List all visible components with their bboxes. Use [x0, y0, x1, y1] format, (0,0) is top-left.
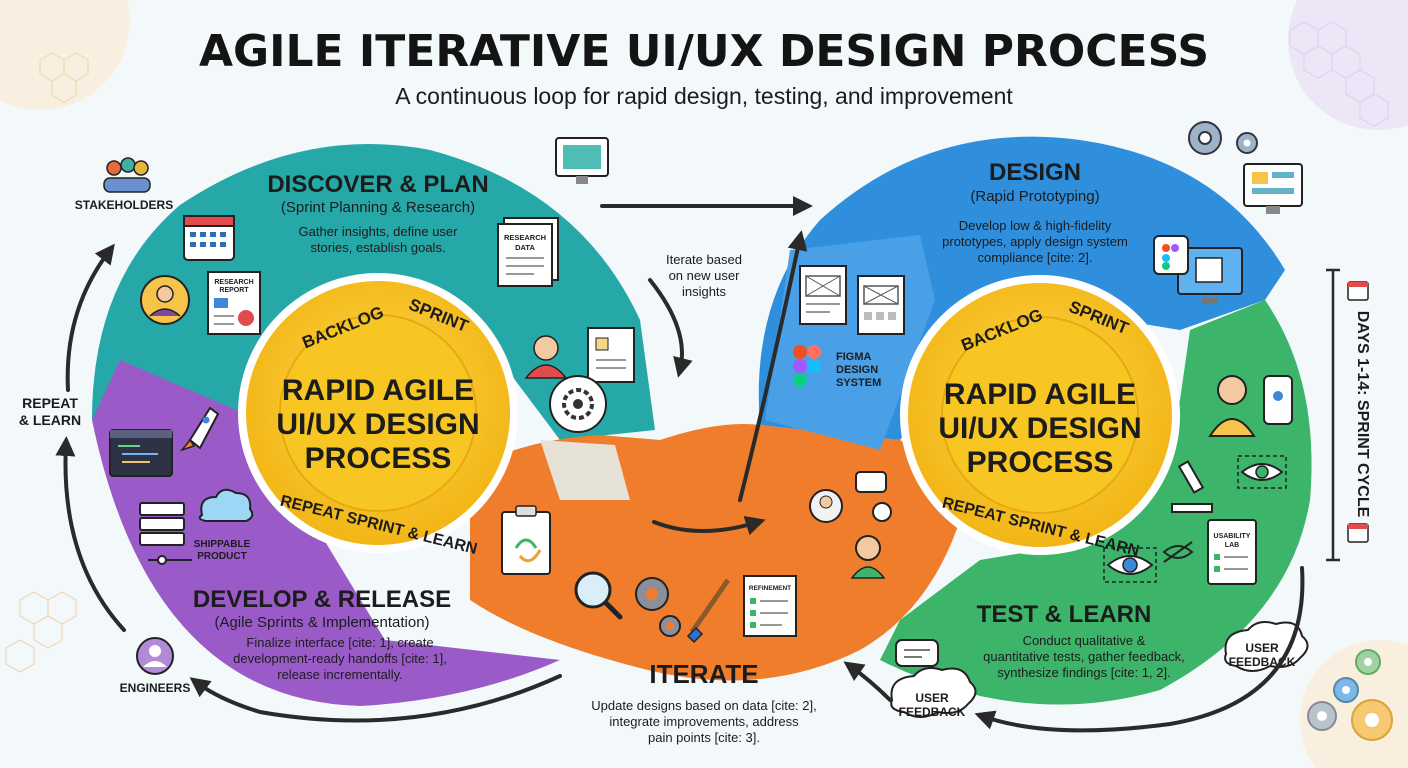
page-title: AGILE ITERATIVE UI/UX DESIGN PROCESS	[199, 26, 1209, 77]
discover-title: DISCOVER & PLAN	[267, 171, 488, 198]
develop-desc-3: release incrementally.	[277, 667, 402, 682]
design-desc-2: prototypes, apply design system	[942, 234, 1128, 249]
gears-icon	[635, 577, 681, 637]
svg-text:REFINEMENT: REFINEMENT	[749, 585, 791, 592]
shippable-label-1: SHIPPABLE	[194, 539, 251, 550]
right-center-title-3: PROCESS	[967, 446, 1114, 479]
test-desc-2: quantitative tests, gather feedback,	[983, 649, 1185, 664]
engineers-label: ENGINEERS	[120, 681, 191, 695]
clipboard-icon	[501, 505, 551, 575]
iterate-desc-2: integrate improvements, address	[609, 714, 799, 729]
develop-title: DEVELOP & RELEASE	[193, 586, 451, 613]
develop-desc-2: development-ready handoffs [cite: 1],	[233, 651, 447, 666]
iterate-desc-3: pain points [cite: 3].	[648, 730, 760, 745]
server-icon	[139, 502, 192, 565]
magnifier-icon	[574, 571, 623, 620]
user-thinking-icon	[809, 471, 892, 579]
iterate-note-1: Iterate based	[666, 252, 742, 267]
sprint-cycle-bracket	[1326, 268, 1369, 562]
discover-subtitle: (Sprint Planning & Research)	[281, 199, 475, 216]
left-center-badge: BACKLOG SPRINT REPEAT SPRINT & LEARN RAP…	[238, 273, 518, 558]
eye-focus-icon	[1103, 547, 1157, 583]
svg-text:LAB: LAB	[1225, 542, 1239, 549]
right-center-title-1: RAPID AGILE	[944, 378, 1136, 411]
iterate-desc-1: Update designs based on data [cite: 2],	[591, 698, 817, 713]
desktop-monitor-icon	[1243, 163, 1303, 214]
eye-icon	[1237, 455, 1287, 489]
refinement-checklist-icon: REFINEMENT	[743, 575, 797, 637]
svg-text:DATA: DATA	[515, 243, 535, 252]
decorative-gears-icon	[1307, 649, 1393, 741]
figma-label-1: FIGMA	[836, 351, 871, 363]
rocket-icon	[179, 406, 220, 452]
develop-segment	[92, 350, 560, 706]
stakeholders-label: STAKEHOLDERS	[75, 198, 173, 212]
right-center-badge: BACKLOG SPRINT REPEAT SPRINT & LEARN RAP…	[900, 275, 1180, 560]
computer-monitor-icon	[555, 137, 609, 184]
design-title: DESIGN	[989, 159, 1081, 186]
test-title: TEST & LEARN	[977, 601, 1152, 628]
figma-label-3: SYSTEM	[836, 377, 881, 389]
cloud-icon	[198, 488, 254, 522]
team-member-icon	[524, 327, 635, 383]
sprint-cycle-label: DAYS 1-14: SPRINT CYCLE	[1354, 311, 1371, 518]
shippable-label-2: PRODUCT	[197, 551, 246, 562]
code-editor-icon	[109, 429, 173, 477]
engineer-avatar-icon	[136, 637, 174, 675]
page-subtitle: A continuous loop for rapid design, test…	[395, 83, 1013, 109]
figma-logo-icon	[793, 345, 821, 387]
svg-text:USABILITY: USABILITY	[1214, 533, 1251, 540]
left-center-title-2: UI/UX DESIGN	[276, 408, 479, 441]
user-feedback-bubble-1: USER FEEDBACK	[890, 667, 977, 719]
repeat-learn-label-2: & LEARN	[19, 412, 81, 428]
right-center-title-2: UI/UX DESIGN	[938, 412, 1141, 445]
process-gear-icon	[549, 375, 607, 433]
iterate-title: ITERATE	[649, 659, 758, 689]
researcher-avatar-icon	[140, 275, 190, 325]
research-report-icon: RESEARCH REPORT	[207, 271, 261, 335]
stakeholders-icon	[103, 157, 151, 193]
test-segment	[880, 300, 1312, 705]
usability-lab-clipboard-icon: USABILITY LAB	[1207, 519, 1257, 585]
chat-bubble-icon	[895, 639, 939, 667]
iterate-note-2: on new user	[669, 268, 740, 283]
discover-desc-1: Gather insights, define user	[299, 224, 459, 239]
test-desc-3: synthesize findings [cite: 1, 2].	[997, 665, 1170, 680]
left-center-title-3: PROCESS	[305, 442, 452, 475]
research-data-document-icon: RESEARCH DATA	[497, 217, 559, 287]
settings-gears-icon	[1188, 121, 1258, 155]
wireframe-icon	[799, 265, 905, 335]
design-desc-1: Develop low & high-fidelity	[959, 218, 1112, 233]
prototype-monitor-icon	[1153, 235, 1243, 304]
svg-text:FEEDBACK: FEEDBACK	[899, 705, 966, 719]
develop-desc-1: Finalize interface [cite: 1], create	[246, 635, 433, 650]
paintbrush-icon	[686, 578, 731, 644]
svg-text:RESEARCH: RESEARCH	[214, 279, 253, 286]
flow-arrows	[55, 196, 1305, 733]
tester-avatar-icon	[1208, 375, 1293, 437]
calendar-icon	[183, 215, 235, 261]
svg-text:RESEARCH: RESEARCH	[504, 233, 546, 242]
svg-text:USER: USER	[1245, 641, 1279, 655]
repeat-learn-label-1: REPEAT	[22, 395, 78, 411]
discover-desc-2: stories, establish goals.	[310, 240, 445, 255]
svg-text:REPORT: REPORT	[219, 287, 249, 294]
microscope-icon	[1171, 460, 1213, 513]
develop-subtitle: (Agile Sprints & Implementation)	[214, 614, 429, 631]
hidden-eye-icon	[1162, 541, 1194, 563]
iterate-note-3: insights	[682, 284, 727, 299]
left-center-title-1: RAPID AGILE	[282, 374, 474, 407]
design-desc-3: compliance [cite: 2].	[978, 250, 1093, 265]
figma-label-2: DESIGN	[836, 364, 878, 376]
svg-text:USER: USER	[915, 691, 949, 705]
test-desc-1: Conduct qualitative &	[1023, 633, 1146, 648]
design-subtitle: (Rapid Prototyping)	[970, 188, 1099, 205]
